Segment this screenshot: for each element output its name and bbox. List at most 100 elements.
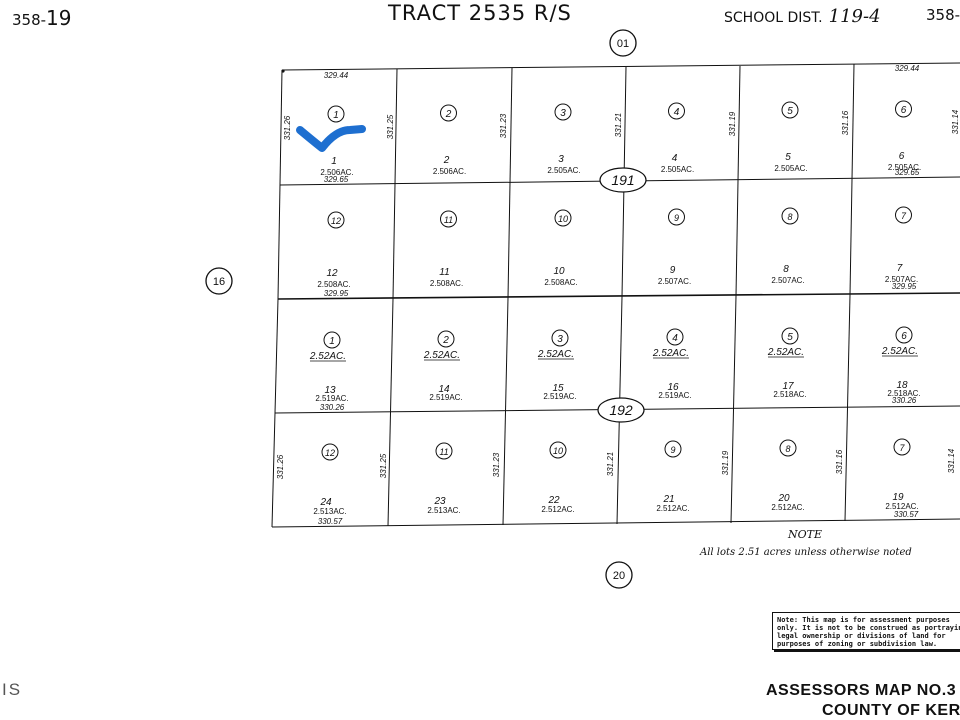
lot-acreage: 2.518AC.	[773, 390, 806, 399]
note-block: NOTE All lots 2.51 acres unless otherwis…	[700, 528, 912, 558]
book-reference-bottom-label: 20	[613, 570, 625, 582]
lot-number: 8	[783, 264, 789, 275]
lot-number: 23	[433, 496, 446, 507]
lot-number: 2	[443, 155, 450, 166]
map-border-top	[281, 62, 960, 71]
col-line-n-1	[392, 68, 398, 300]
parcel-cell: 772.507AC.	[885, 206, 918, 284]
road-block-191: 191	[599, 167, 647, 193]
adjacent-sheet-code: 358-	[926, 6, 960, 24]
lot-acreage: 2.507AC.	[658, 277, 691, 286]
parcel-number-circle	[666, 328, 684, 346]
school-district-label: SCHOOL DIST.	[724, 10, 823, 26]
lot-acreage: 2.506AC.	[433, 167, 466, 176]
original-acreage: 2.52AC.	[537, 349, 574, 360]
lot-acreage: 2.512AC.	[885, 502, 918, 511]
parcel-number: 1	[329, 336, 335, 347]
parcel-number-circle	[327, 105, 345, 123]
column-dimension: 331.19	[728, 111, 737, 136]
column-dimension: 331.25	[386, 114, 395, 139]
lot-number: 9	[670, 265, 676, 276]
column-dimension: 331.23	[499, 113, 508, 138]
parcel-number-circle	[668, 208, 685, 226]
parcel-number: 5	[787, 332, 793, 343]
parcel-cell: 992.507AC.	[658, 208, 691, 286]
lot-number: 22	[547, 495, 560, 506]
book-reference-left: 16	[205, 267, 233, 295]
school-district-value: 119-4	[828, 6, 881, 27]
parcel-number: 4	[672, 333, 678, 344]
tract-title: TRACT 2535 R/S	[388, 1, 572, 25]
book-reference-top: 01	[609, 29, 637, 57]
col-line-n-5	[849, 63, 855, 296]
book-reference-bottom: 20	[605, 561, 633, 589]
row-bottom-dimension: 330.26	[892, 396, 917, 405]
lot-acreage: 2.505AC.	[888, 163, 921, 172]
book-reference-top-circle	[609, 29, 637, 57]
original-acreage: 2.52AC.	[767, 347, 804, 358]
row-bottom-dimension: 329.65	[895, 168, 920, 177]
lot-number: 10	[553, 266, 565, 277]
parcel-number: 11	[439, 447, 448, 457]
lot-acreage: 2.508AC.	[544, 278, 577, 287]
parcel-number-circle	[440, 104, 457, 122]
lot-acreage: 2.507AC.	[771, 276, 804, 285]
parcel-number: 2	[445, 109, 452, 120]
col-line-s-5	[844, 294, 851, 522]
lot-number: 15	[552, 383, 564, 394]
lot-acreage: 2.518AC.	[887, 389, 920, 398]
parcel-number-circle	[781, 327, 799, 345]
lot-number: 4	[672, 153, 678, 164]
parcel-number-circle	[323, 331, 341, 349]
parcel-number-circle	[668, 102, 685, 120]
book-reference-left-label: 16	[213, 276, 225, 288]
parcel-number: 3	[560, 108, 566, 119]
note-heading: NOTE	[787, 528, 822, 541]
original-acreage: 2.52AC.	[881, 346, 918, 357]
parcel-number: 7	[901, 211, 907, 221]
book-reference-top-label: 01	[617, 38, 629, 50]
lot-acreage: 2.508AC.	[430, 279, 463, 288]
section-line	[277, 292, 960, 300]
parcel-number: 10	[558, 214, 568, 224]
book-reference-left-circle	[205, 267, 233, 295]
parcel-number-circle	[895, 206, 912, 224]
row-bottom-dimension: 329.95	[324, 289, 349, 298]
top-edge-dimension: 329.44	[895, 64, 920, 73]
lot-number: 16	[667, 382, 679, 393]
assessors-map-number: ASSESSORS MAP NO.3	[766, 682, 957, 699]
parcel-number: 2	[442, 335, 449, 346]
parcel-number: 12	[325, 448, 335, 458]
parcel-number-circle	[895, 100, 912, 118]
row-bottom-dimension: 330.26	[320, 403, 345, 412]
lot-number: 19	[892, 492, 904, 503]
note-text: All lots 2.51 acres unless otherwise not…	[700, 547, 912, 558]
lot-acreage: 2.512AC.	[771, 503, 804, 512]
parcel-number: 9	[670, 445, 675, 455]
parcel-number-circle	[895, 326, 913, 344]
parcel-number-circle	[554, 103, 572, 121]
parcel-number-circle	[321, 443, 339, 461]
col-line-s-1	[387, 298, 394, 527]
parcel-number-circle	[893, 438, 911, 456]
lot-number: 7	[897, 263, 903, 274]
lot-acreage: 2.519AC.	[429, 393, 462, 402]
parcel-number: 1	[333, 110, 339, 121]
parcel-number-circle	[664, 440, 682, 458]
lot-acreage: 2.508AC.	[317, 280, 350, 289]
checkmark-annotation	[296, 125, 366, 152]
road-block-192: 192	[597, 397, 645, 423]
parcel-number: 11	[444, 215, 453, 225]
column-dimension: 331.16	[841, 110, 850, 135]
parcel-number: 3	[557, 334, 563, 345]
lot-number: 11	[439, 267, 449, 278]
parcel-cell: 112.506AC.	[320, 105, 354, 177]
parcel-cell: 332.505AC.	[547, 103, 581, 175]
row-bottom-dimension: 329.65	[324, 175, 349, 184]
lot-number: 17	[782, 381, 794, 392]
column-dimension: 331.26	[276, 454, 285, 479]
